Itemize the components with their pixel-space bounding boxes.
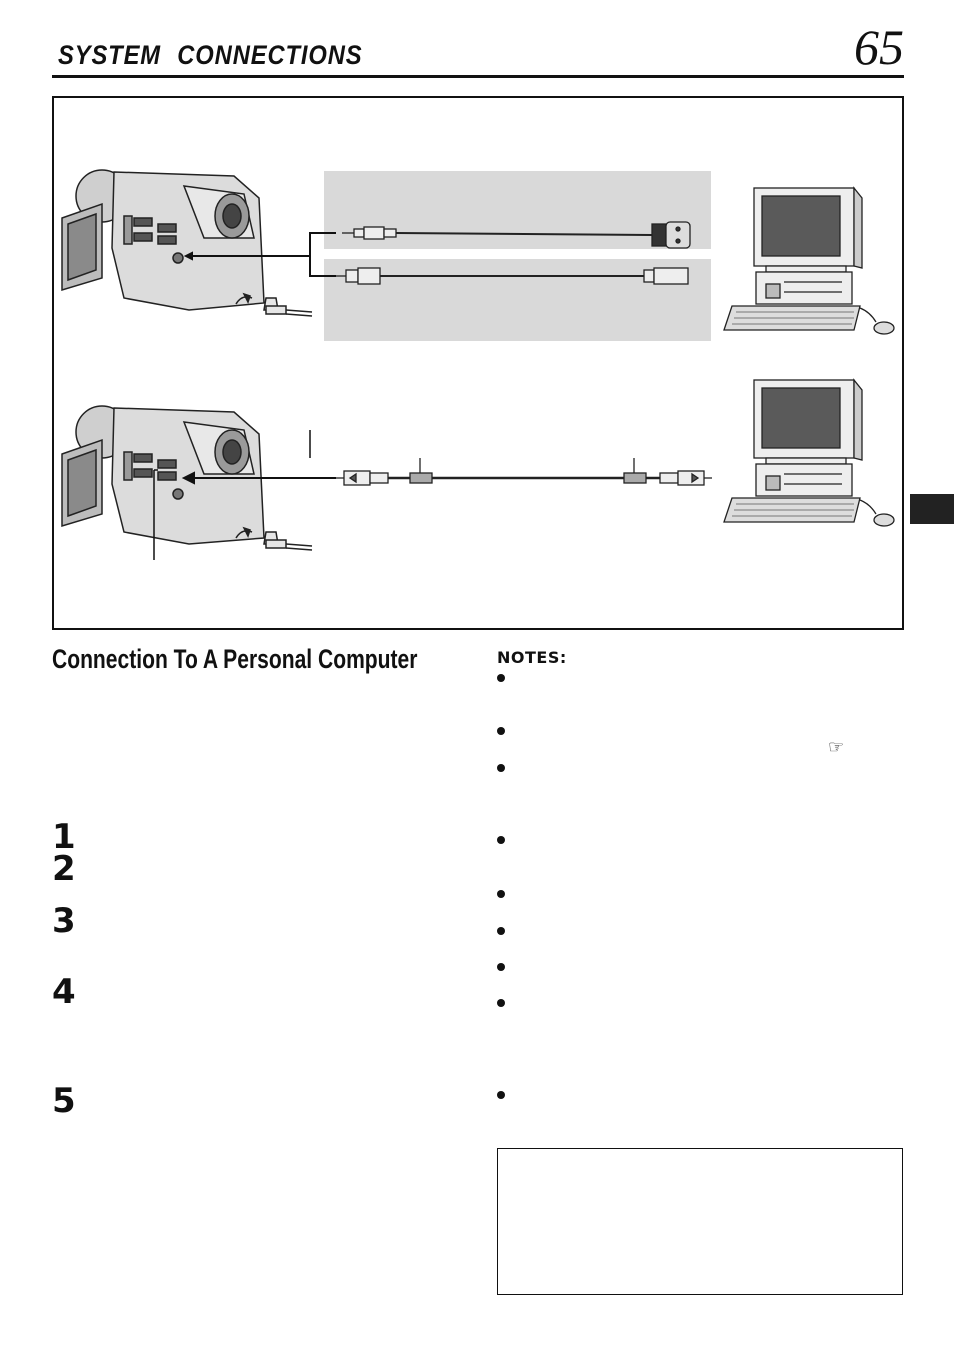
step-number: 2 [52, 849, 76, 889]
serial-cable-icon [342, 221, 691, 249]
note-bullet [497, 963, 505, 971]
step-number: 4 [52, 972, 76, 1012]
note-bullet [497, 999, 505, 1007]
connection-arrow-bottom [181, 471, 336, 485]
notes-label: NOTES: [497, 648, 567, 667]
section-heading: Connection To A Personal Computer [52, 644, 418, 674]
note-bullet [497, 836, 505, 844]
page-number: 65 [854, 19, 904, 75]
note-bullet [497, 764, 505, 772]
step-number: 3 [52, 901, 76, 941]
info-box [497, 1148, 903, 1295]
callout-lines-bottom [153, 430, 311, 560]
dc-plug-icon [235, 292, 313, 317]
personal-computer-icon [723, 378, 895, 527]
header-rule [52, 75, 904, 78]
connection-diagram [52, 96, 904, 630]
section-title: SYSTEM CONNECTIONS [58, 40, 363, 70]
camcorder-icon [61, 405, 265, 545]
chapter-tab [910, 494, 954, 524]
connection-lines-top [183, 232, 336, 277]
personal-computer-icon [723, 186, 895, 335]
dv-cable-icon [336, 458, 712, 486]
step-number: 1 [52, 817, 76, 857]
note-bullet [497, 890, 505, 898]
note-bullet [497, 927, 505, 935]
pointing-hand-icon: ☞ [828, 737, 845, 757]
camcorder-icon [61, 169, 265, 311]
dc-plug-icon [235, 526, 313, 551]
usb-cable-icon [336, 267, 689, 285]
note-bullet [497, 1091, 505, 1099]
note-bullet [497, 727, 505, 735]
note-bullet [497, 674, 505, 682]
step-number: 5 [52, 1081, 76, 1121]
